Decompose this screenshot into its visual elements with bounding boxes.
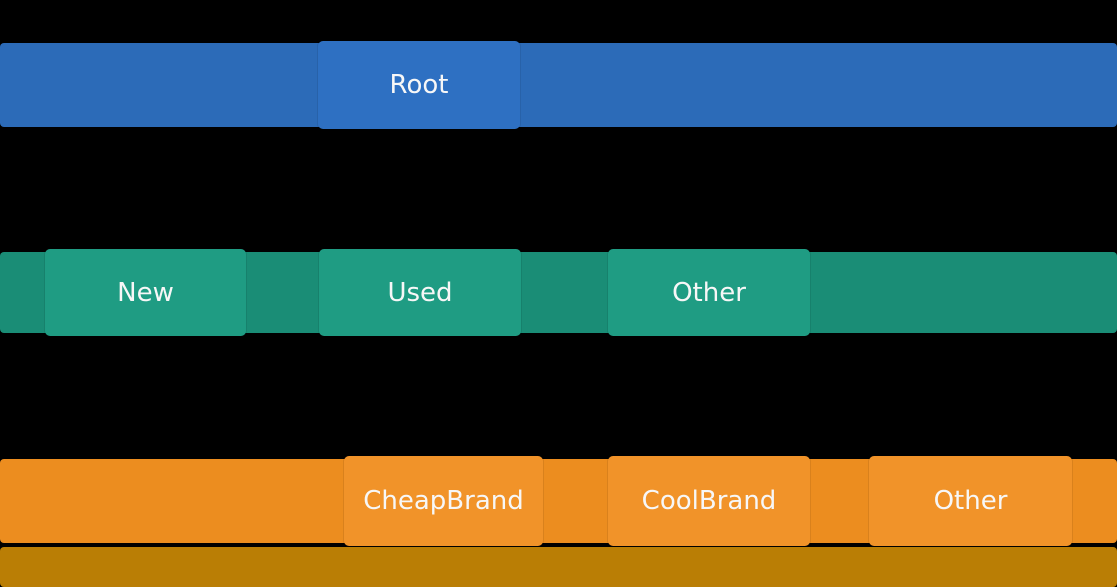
node-root[interactable]: Root [318, 41, 520, 129]
node-used-label: Used [387, 277, 453, 308]
node-new-label: New [117, 277, 174, 308]
node-root-label: Root [389, 70, 449, 100]
node-coolbrand[interactable]: CoolBrand [608, 456, 810, 546]
level4-bar [0, 547, 1117, 587]
node-other-level2[interactable]: Other [608, 249, 810, 336]
node-new[interactable]: New [45, 249, 246, 336]
node-cheapbrand[interactable]: CheapBrand [344, 456, 543, 546]
level1-bar [0, 43, 1117, 127]
node-other-level3[interactable]: Other [869, 456, 1072, 546]
node-other-level3-label: Other [933, 486, 1008, 516]
node-coolbrand-label: CoolBrand [641, 486, 777, 516]
node-cheapbrand-label: CheapBrand [363, 486, 524, 516]
node-other-level2-label: Other [672, 277, 746, 308]
node-used[interactable]: Used [319, 249, 521, 336]
